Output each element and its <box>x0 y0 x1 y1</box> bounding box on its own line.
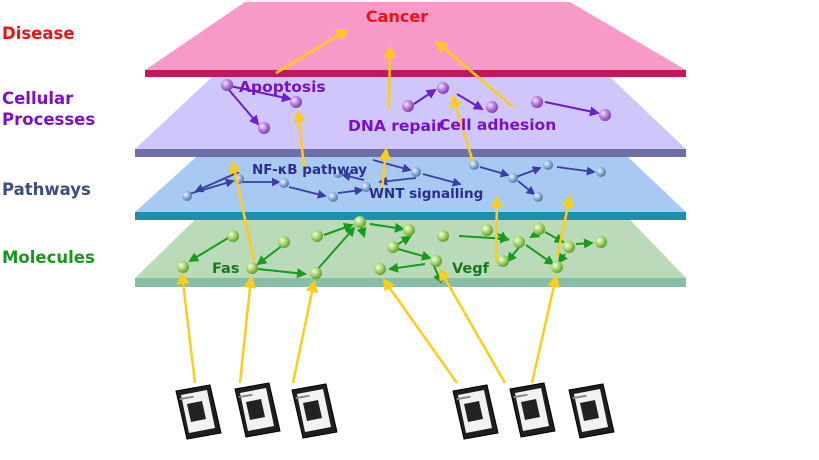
microarray-chips <box>175 382 615 440</box>
molecule-node <box>387 241 399 253</box>
pathway-node <box>333 168 343 178</box>
cellular-node <box>486 101 498 113</box>
pathway-node <box>361 182 371 192</box>
cellular-node <box>599 109 611 121</box>
pathways-plane <box>135 140 686 220</box>
cellular-node <box>221 79 233 91</box>
cellular-node <box>258 122 270 134</box>
microarray-chip-icon <box>568 383 615 439</box>
molecule-node <box>533 223 545 235</box>
microarray-chip-icon <box>291 383 338 439</box>
molecule-node <box>551 261 563 273</box>
cellular-node <box>402 100 414 112</box>
molecule-node <box>374 263 386 275</box>
molecule-node <box>563 241 575 253</box>
molecule-node <box>177 261 189 273</box>
level-label-cellular-processes: Cellular Processes <box>2 88 95 130</box>
pathway-node <box>411 167 421 177</box>
pathway-node <box>508 173 518 183</box>
molecule-node <box>513 236 525 248</box>
label-dna-repair: DNA repair <box>348 117 444 135</box>
molecule-node <box>403 224 415 236</box>
pathway-node <box>533 192 543 202</box>
molecule-node <box>595 236 607 248</box>
molecule-node <box>311 230 323 242</box>
pathway-nodes <box>182 160 606 202</box>
level-label-molecules: Molecules <box>2 248 95 267</box>
molecule-node <box>278 236 290 248</box>
label-wnt-signalling: WNT signalling <box>369 186 483 202</box>
level-label-disease: Disease <box>2 24 75 43</box>
label-vegf: Vegf <box>452 261 490 277</box>
molecule-node <box>437 230 449 242</box>
cellular-node <box>437 82 449 94</box>
microarray-chip-icon <box>452 384 499 440</box>
molecule-nodes <box>177 216 607 279</box>
label-apoptosis: Apoptosis <box>239 78 326 96</box>
label-cancer: Cancer <box>366 7 428 26</box>
microarray-chip-icon <box>175 384 222 440</box>
label-nfkb-pathway: NF-κB pathway <box>252 162 367 178</box>
pathway-node <box>543 160 553 170</box>
pathway-node <box>596 167 606 177</box>
level-label-cellular-line1: Cellular <box>2 89 74 108</box>
molecule-node-vegf <box>430 255 442 267</box>
pathway-node <box>182 191 192 201</box>
cellular-node <box>290 96 302 108</box>
molecule-node <box>310 267 322 279</box>
level-label-cellular-line2: Processes <box>2 110 96 129</box>
molecule-node <box>481 224 493 236</box>
cellular-nodes <box>221 79 611 134</box>
label-fas: Fas <box>212 261 239 277</box>
pathway-interaction-arrows <box>188 159 596 199</box>
pathway-node <box>469 160 479 170</box>
molecule-node-fas <box>246 262 258 274</box>
microarray-chip-icon <box>234 382 281 438</box>
molecule-node <box>497 255 509 267</box>
molecule-node <box>227 230 239 242</box>
pathway-node <box>328 192 338 202</box>
level-label-pathways: Pathways <box>2 180 91 199</box>
cross-level-arrows <box>176 28 574 384</box>
molecule-node <box>354 216 366 228</box>
cellular-node <box>531 96 543 108</box>
microarray-chip-icon <box>509 382 556 438</box>
label-cell-adhesion: Cell adhesion <box>439 116 556 134</box>
pathway-node <box>279 178 289 188</box>
